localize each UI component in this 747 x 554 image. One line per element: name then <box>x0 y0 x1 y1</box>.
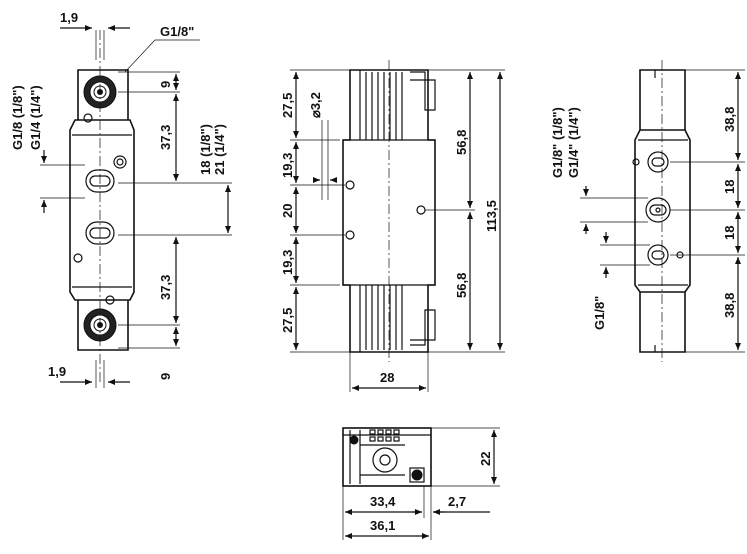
side-port-label-2: G1/4 (1/4") <box>28 85 43 150</box>
dim-37-3-top: 37,3 <box>158 125 173 150</box>
dim-37-3-bottom: 37,3 <box>158 275 173 300</box>
dim-113-5: 113,5 <box>484 200 499 232</box>
dim-38-8-bottom: 38,8 <box>722 293 737 318</box>
dim-36-1: 36,1 <box>370 518 395 533</box>
dim-9-bottom: 9 <box>158 373 173 380</box>
side-port-label-1: G1/8 (1/8") <box>10 85 25 150</box>
dim-18-top: 18 <box>722 180 737 194</box>
right-view: G1/8" (1/8") G1/4" (1/4") G1/8" 38,8 18 … <box>550 60 745 362</box>
top-ribs <box>359 70 436 140</box>
dim-33-4: 33,4 <box>370 494 396 509</box>
port-3-icon <box>647 244 669 266</box>
right-port-label-2: G1/4" (1/4") <box>566 107 581 178</box>
dim-27-5-top: 27,5 <box>280 93 295 118</box>
terminal-row <box>369 429 400 442</box>
dim-9-top: 9 <box>158 81 173 88</box>
dim-bottom-offset: 1,9 <box>48 364 66 379</box>
dim-19-3-bottom: 19,3 <box>280 250 295 275</box>
dim-18-bottom: 18 <box>722 226 737 240</box>
bottom-view: 22 33,4 2,7 36,1 <box>342 427 500 540</box>
bottom-ribs <box>359 285 436 352</box>
dim-2-7: 2,7 <box>448 494 466 509</box>
right-port-label-1: G1/8" (1/8") <box>550 107 565 178</box>
dim-height-22: 22 <box>478 452 493 466</box>
dim-21-label: 21 (1/4") <box>212 124 227 175</box>
top-port-label: G1/8" <box>160 24 194 39</box>
port-1-icon <box>647 151 669 173</box>
dim-20: 20 <box>280 204 295 218</box>
front-view: 27,5 ⌀3,2 19,3 20 19,3 27,5 56,8 56,8 11… <box>280 60 505 392</box>
dim-38-8-top: 38,8 <box>722 107 737 132</box>
dim-56-8-top: 56,8 <box>454 130 469 155</box>
dim-27-5-bottom: 27,5 <box>280 308 295 333</box>
right-port-label-3: G1/8" <box>592 296 607 330</box>
left-view: 1,9 G1/8" G1/8 (1/8") G1/4 (1/4") 9 37,3… <box>10 10 232 388</box>
dim-18-label: 18 (1/8") <box>198 124 213 175</box>
dim-19-3-top: 19,3 <box>280 153 295 178</box>
dim-width-28: 28 <box>380 370 394 385</box>
dim-hole-diameter: ⌀3,2 <box>308 92 323 118</box>
dim-56-8-bottom: 56,8 <box>454 273 469 298</box>
dim-top-offset: 1,9 <box>60 10 78 25</box>
